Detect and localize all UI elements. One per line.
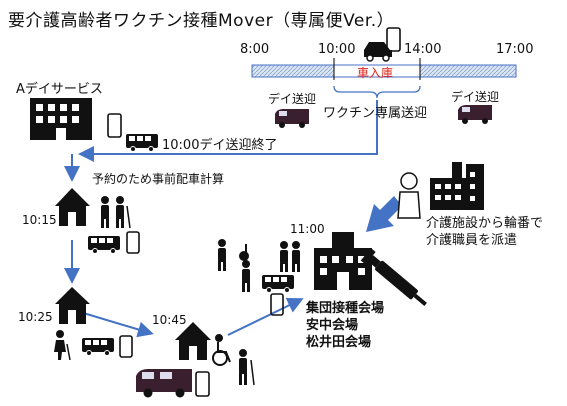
bus-icon-1100: [262, 275, 294, 293]
time-label-1100: 11:00: [290, 222, 325, 236]
staff-dispatch-arrow: [366, 196, 402, 232]
staff-note-line-1: 介護施設から輪番で: [426, 216, 544, 231]
day-service-pickup-label-left: デイ送迎: [268, 92, 317, 106]
venue-annaka: 安中会場: [306, 318, 359, 333]
timeline: [251, 58, 517, 99]
people-group-icon-1100: [218, 239, 300, 292]
bus-icon-day: [126, 134, 158, 152]
smartphone-icon-1015: [126, 231, 140, 254]
elderly-person-icon-1025: [54, 330, 71, 361]
venue-group: 集団接種会場: [306, 301, 385, 316]
route-arrows: [64, 100, 378, 338]
house-icon-1045: [175, 322, 211, 360]
day-service-name: Aデイサービス: [16, 82, 103, 97]
wheelchair-icon-1045: [212, 334, 231, 366]
staff-note-line-2: 介護職員を派遣: [426, 233, 518, 248]
time-label-1025: 10:25: [18, 310, 53, 324]
bus-icon-1025: [82, 338, 114, 356]
car-icon-top: [364, 42, 392, 62]
timeline-label-3: 14:00: [404, 42, 442, 57]
building-icon-day-service: [30, 98, 92, 140]
venue-matsuida: 松井田会場: [306, 335, 372, 350]
house-icon-1015: [55, 188, 90, 226]
time-label-1015: 10:15: [22, 213, 57, 227]
diagram-title: 要介護高齢者ワクチン接種Mover（専属便Ver.）: [8, 11, 395, 31]
syringe-icon: [360, 248, 427, 306]
smartphone-icon-1100: [270, 293, 284, 316]
car-storage-label: 車入庫: [357, 66, 394, 80]
timeline-label-1: 8:00: [240, 42, 270, 57]
timeline-label-2: 10:00: [318, 42, 356, 57]
smartphone-icon-1025: [119, 335, 133, 358]
day-service-pickup-label-right: デイ送迎: [451, 90, 500, 104]
elderly-couple-icon-1015: [101, 196, 131, 229]
bus-icon-1015: [88, 236, 120, 254]
van-icon-1045: [136, 369, 192, 398]
timeline-label-4: 17:00: [496, 42, 534, 57]
elderly-person-icon-1045: [239, 349, 255, 386]
house-icon-1025: [55, 287, 90, 324]
van-icon-right: [458, 105, 492, 124]
smartphone-icon-day: [107, 113, 122, 138]
smartphone-icon-1045: [195, 371, 210, 397]
time-label-1045: 10:45: [152, 313, 187, 327]
building-icon-facility: [430, 162, 484, 210]
vaccine-route-label: ワクチン専属送迎: [323, 106, 428, 121]
pre-booking-label: 予約のため事前配車計算: [92, 172, 225, 186]
building-icon-venue: [314, 232, 372, 290]
smartphone-icon-top: [386, 27, 401, 52]
van-icon-left: [275, 109, 309, 128]
day-service-end-label: 10:00デイ送迎終了: [162, 138, 278, 153]
nurse-icon: [397, 172, 421, 219]
wheelchair-icon-1100: [239, 244, 249, 261]
